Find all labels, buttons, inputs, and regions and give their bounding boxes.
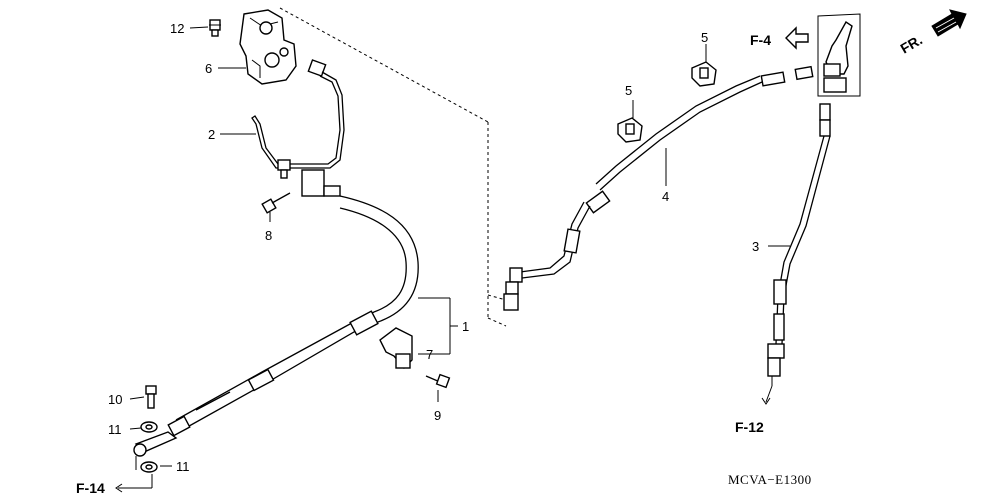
callout-11-lower: 11 — [176, 459, 190, 474]
callout-8: 8 — [265, 228, 272, 243]
brake-hose-part-4 — [503, 65, 814, 311]
diagram-code: MCVA−E1300 — [728, 472, 812, 487]
callout-5-upper: 5 — [701, 30, 708, 45]
callout-1: 1 — [462, 319, 469, 334]
callout-6: 6 — [205, 61, 212, 76]
callout-3: 3 — [752, 239, 759, 254]
leader-lines — [115, 26, 790, 493]
f4-direction-arrow — [785, 26, 809, 50]
ref-f12: F-12 — [735, 419, 764, 435]
clamp-part-7 — [379, 327, 413, 370]
brake-pipe-part-2 — [251, 59, 345, 179]
front-label: FR. — [898, 31, 926, 56]
callout-7: 7 — [426, 347, 433, 362]
washer-part-11-upper — [140, 421, 158, 433]
ref-f4: F-4 — [750, 32, 771, 48]
callout-5-lower: 5 — [625, 83, 632, 98]
callout-4: 4 — [662, 189, 669, 204]
bolt-part-9 — [425, 373, 451, 389]
phantom-outline — [279, 7, 507, 327]
washer-part-11-lower — [140, 461, 158, 473]
front-direction-arrow-icon — [931, 9, 967, 37]
caliper-connector-bracket — [817, 13, 861, 97]
callout-2: 2 — [208, 127, 215, 142]
bolt-part-12 — [209, 19, 221, 37]
brake-hose-part-1 — [167, 169, 419, 437]
callout-11-upper: 11 — [108, 422, 122, 437]
brake-hose-part-3 — [767, 103, 831, 386]
clip-part-5-upper — [691, 61, 717, 87]
ref-f14: F-14 — [76, 480, 105, 496]
bolt-part-8 — [261, 192, 291, 214]
banjo-bolt-part-10 — [145, 385, 157, 409]
callout-12: 12 — [170, 21, 184, 36]
clip-part-5-lower — [617, 117, 643, 143]
hose-eye-fitting — [133, 431, 178, 470]
callout-10: 10 — [108, 392, 122, 407]
callout-9: 9 — [434, 408, 441, 423]
joint-block-part-6 — [239, 9, 297, 85]
